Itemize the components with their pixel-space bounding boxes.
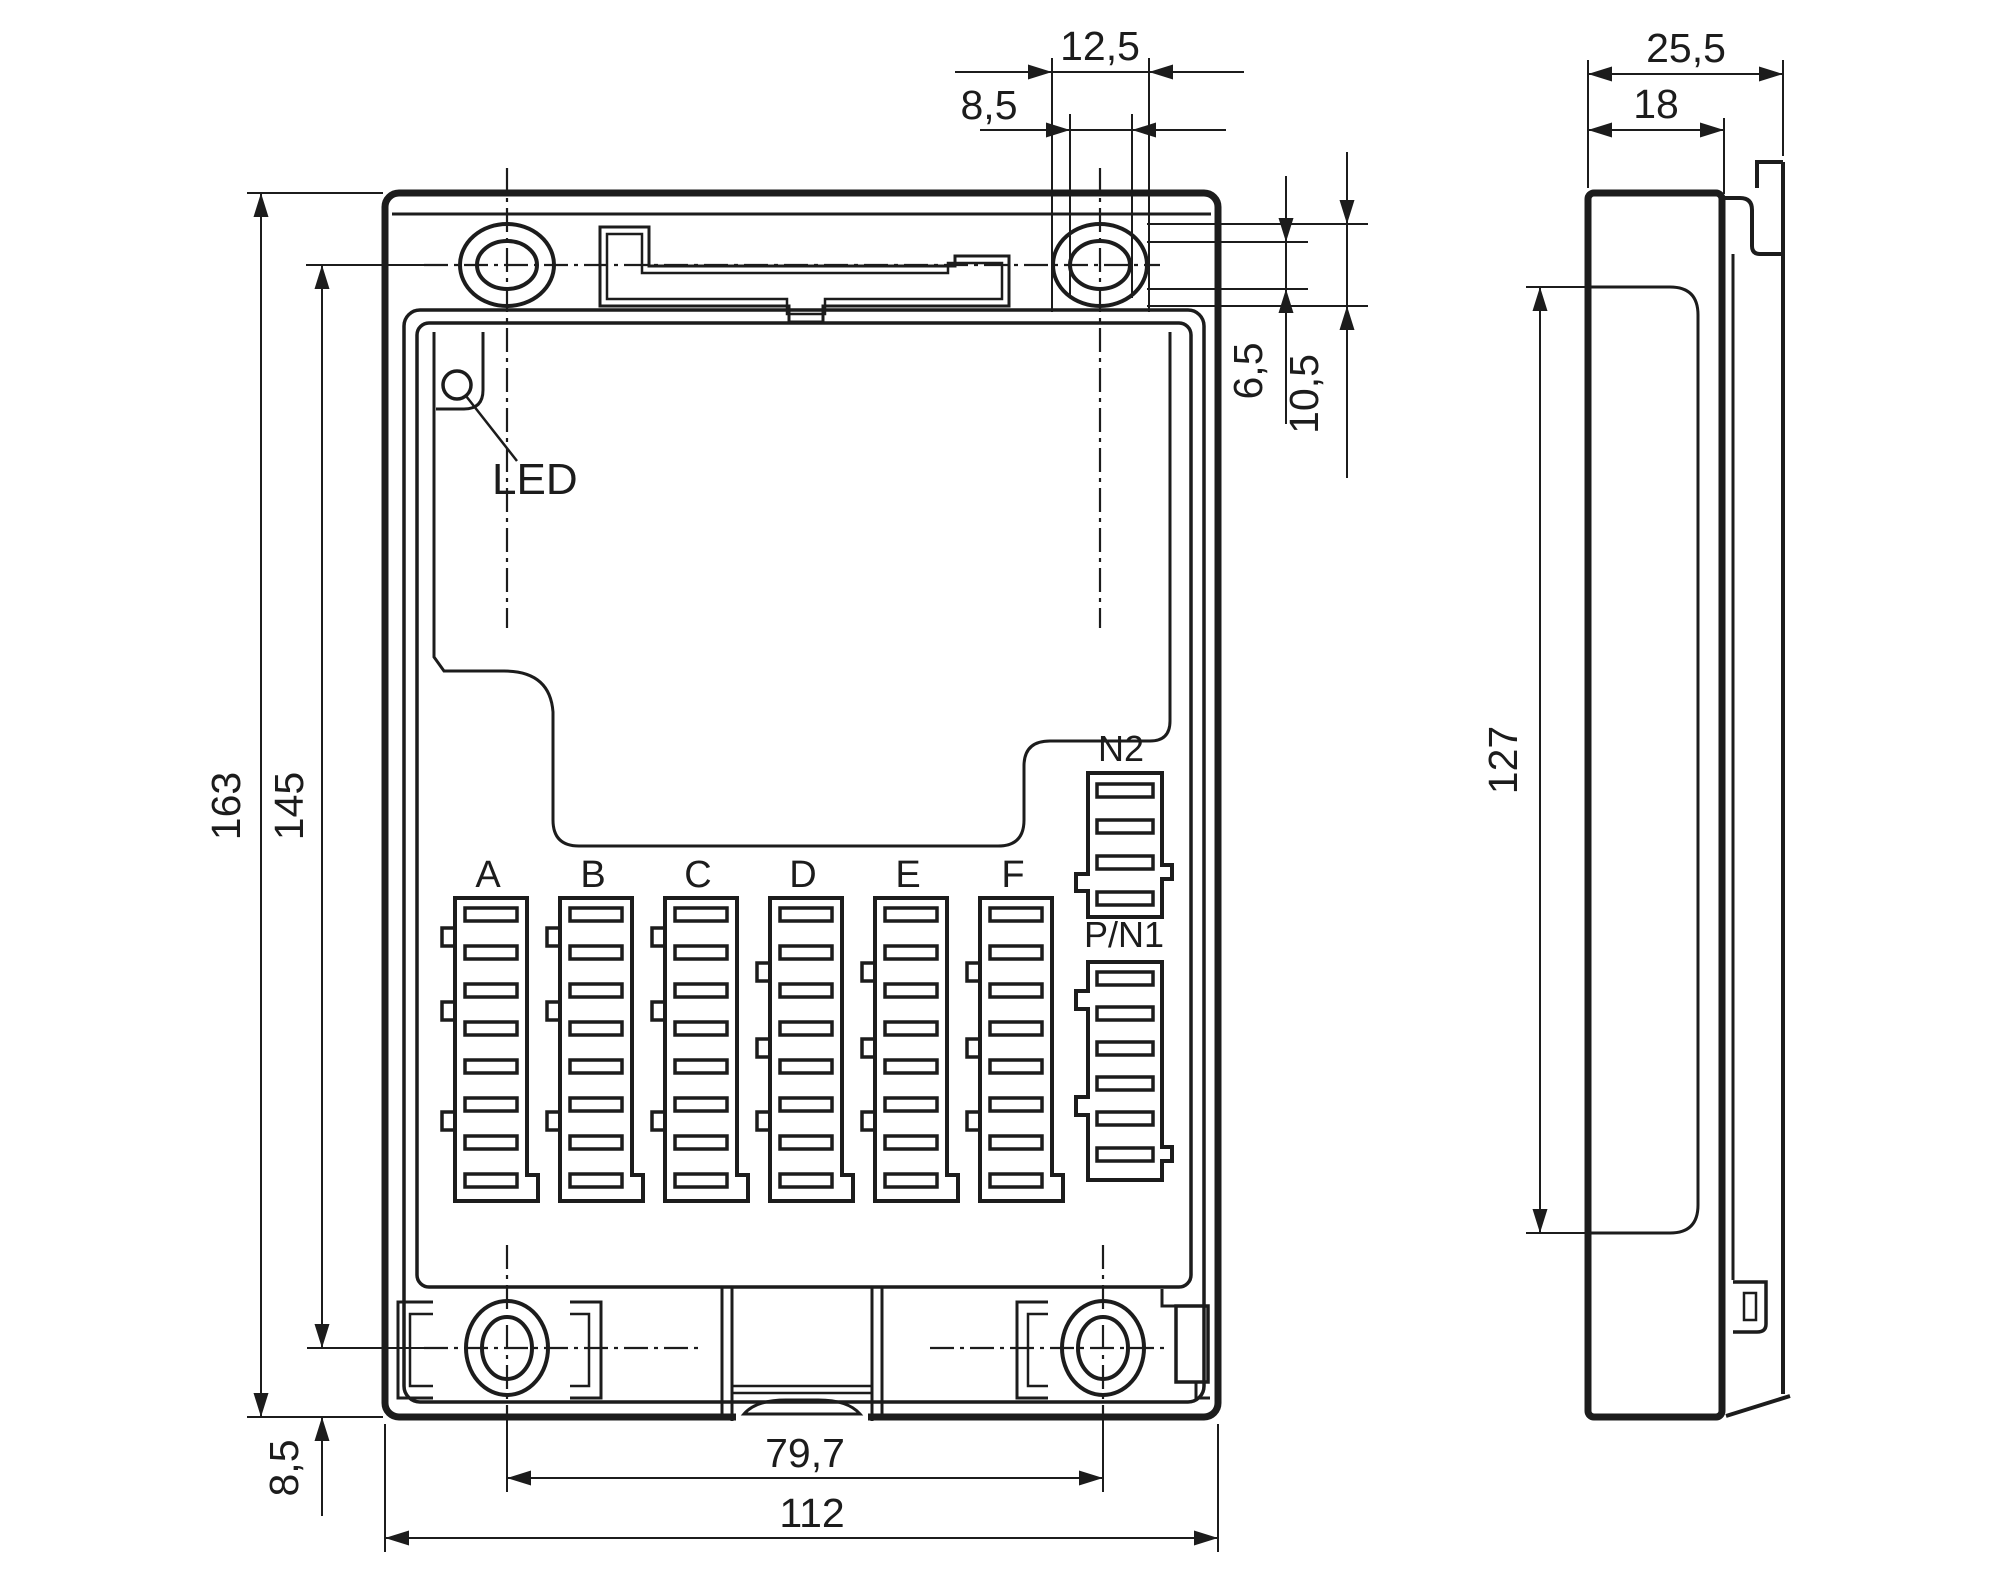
connector-label-e: E xyxy=(895,854,920,896)
connector-block-a xyxy=(442,898,538,1201)
dimension-hole-bottom-offset: 8,5 xyxy=(261,1417,330,1516)
dim-text-6-5: 6,5 xyxy=(1225,343,1271,400)
dimension-top-hole-widths: 12,5 8,5 xyxy=(955,23,1244,312)
dimension-hole-spacing-horizontal: 79,7 xyxy=(506,1418,1104,1492)
dim-text-163: 163 xyxy=(203,772,249,840)
dim-text-79-7: 79,7 xyxy=(765,1430,845,1476)
led-label: LED xyxy=(492,455,578,504)
side-recess-outline xyxy=(1590,285,1700,1235)
bottom-right-hole-brackets xyxy=(1015,1289,1210,1400)
connector-block-f xyxy=(967,898,1063,1201)
connector-label-c: C xyxy=(684,854,711,896)
cover-outline xyxy=(432,332,1172,848)
dim-text-8-5-top: 8,5 xyxy=(961,82,1018,128)
led-indicator xyxy=(441,369,473,401)
bottom-cable-cutout xyxy=(720,1287,884,1430)
dim-text-10-5: 10,5 xyxy=(1281,354,1327,434)
front-housing-outline xyxy=(381,189,1222,1421)
panel-outer-outline xyxy=(402,308,1206,1404)
bottom-left-hole-brackets xyxy=(396,1300,603,1400)
dimension-top-hole-heights: 6,5 10,5 xyxy=(1147,152,1368,478)
dim-text-112: 112 xyxy=(779,1490,844,1536)
connector-block-pn1 xyxy=(1074,960,1174,1182)
dimension-housing-depth: 18 xyxy=(1588,81,1725,194)
top-slot-cutout xyxy=(598,225,1011,324)
dimension-inner-height: 127 xyxy=(1480,286,1586,1234)
dimension-overall-height: 163 xyxy=(203,192,383,1418)
connector-label-d: D xyxy=(789,854,816,896)
connector-block-c xyxy=(652,898,748,1201)
dim-text-12-5: 12,5 xyxy=(1060,23,1140,69)
dim-text-127: 127 xyxy=(1480,726,1526,794)
connector-label-n2: N2 xyxy=(1098,728,1144,769)
connector-label-a: A xyxy=(475,854,501,896)
connector-block-b xyxy=(547,898,643,1201)
bottom-hole-centerlines xyxy=(307,1245,1165,1416)
connector-block-d xyxy=(757,898,853,1201)
dim-text-145: 145 xyxy=(266,772,312,840)
led-pocket xyxy=(436,332,485,411)
connector-label-f: F xyxy=(1001,854,1024,896)
dim-text-8-5-bottom: 8,5 xyxy=(261,1440,307,1497)
dim-text-25-5: 25,5 xyxy=(1646,25,1726,71)
led-leader-line xyxy=(465,395,518,462)
dimension-hole-spacing-vertical: 145 xyxy=(266,265,330,1348)
side-housing-outline xyxy=(1584,189,1726,1421)
dimension-overall-width: 112 xyxy=(384,1424,1219,1552)
side-din-rail-section xyxy=(1722,160,1791,1418)
connector-block-n2 xyxy=(1074,771,1174,919)
dim-text-18: 18 xyxy=(1633,81,1679,127)
front-view: LED A B C D E F N2 xyxy=(203,23,1368,1552)
connector-label-pn1: P/N1 xyxy=(1084,914,1164,955)
top-hole-centerlines xyxy=(306,168,1160,628)
connector-block-e xyxy=(862,898,958,1201)
dimension-overall-depth: 25,5 xyxy=(1587,25,1784,188)
side-view: 25,5 18 127 xyxy=(1480,25,1791,1421)
connector-label-b: B xyxy=(580,854,605,896)
